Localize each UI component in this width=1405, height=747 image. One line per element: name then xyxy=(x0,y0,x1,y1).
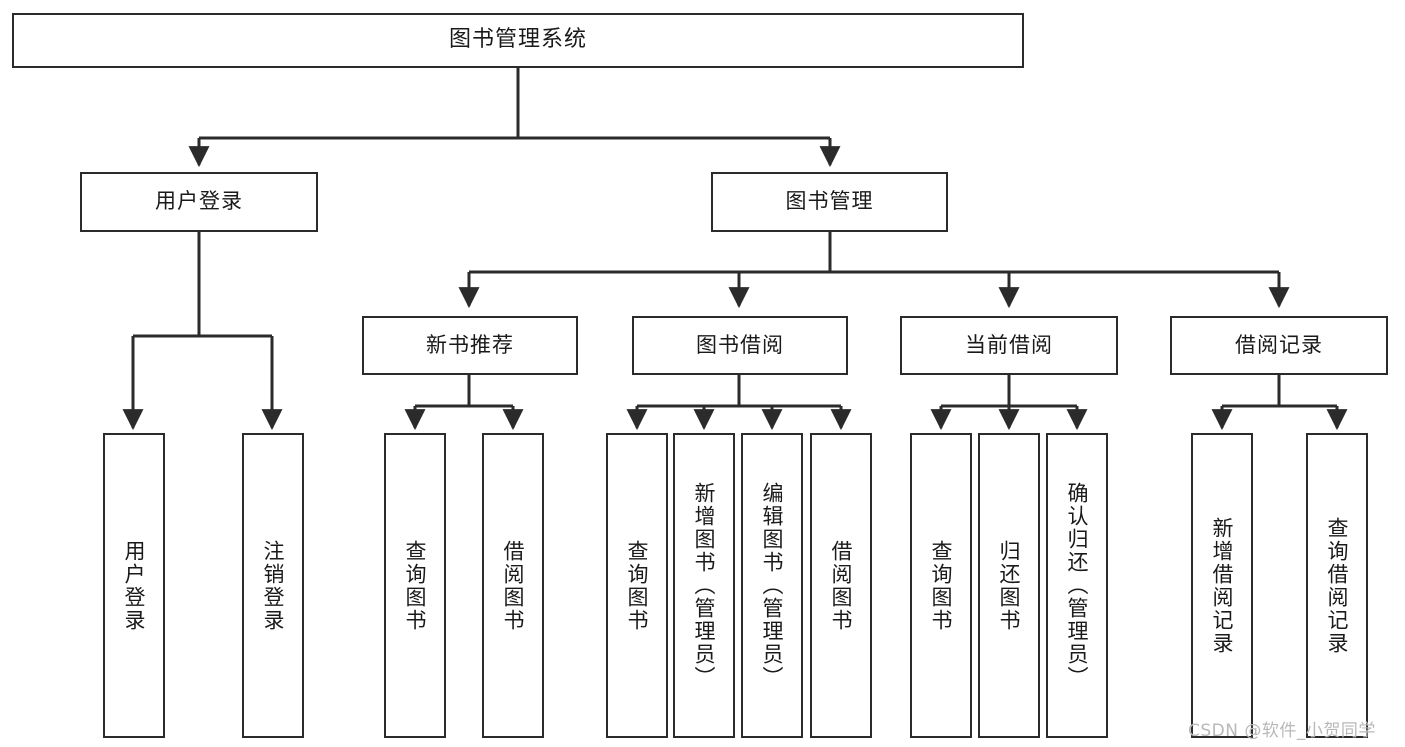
node-book-borrow[interactable]: 图书借阅 xyxy=(632,316,848,375)
node-leaf-borrow-book-2[interactable]: 借阅图书 xyxy=(810,433,872,738)
node-leaf-borrow-book-1[interactable]: 借阅图书 xyxy=(482,433,544,738)
node-leaf-edit-book-label: 编辑图书（管理员） xyxy=(760,482,785,689)
node-leaf-add-borrow-record[interactable]: 新增借阅记录 xyxy=(1191,433,1253,738)
node-leaf-logout[interactable]: 注销登录 xyxy=(242,433,304,738)
node-leaf-user-login-label: 用户登录 xyxy=(122,539,147,632)
node-leaf-add-book[interactable]: 新增图书（管理员） xyxy=(673,433,735,738)
node-book-borrow-label: 图书借阅 xyxy=(696,332,784,357)
node-user-login-label: 用户登录 xyxy=(155,189,243,214)
node-new-book-recommend-label: 新书推荐 xyxy=(426,332,514,357)
node-current-borrow[interactable]: 当前借阅 xyxy=(900,316,1118,375)
node-leaf-query-book-3[interactable]: 查询图书 xyxy=(910,433,972,738)
node-leaf-query-book-2[interactable]: 查询图书 xyxy=(606,433,668,738)
node-book-manage[interactable]: 图书管理 xyxy=(711,172,948,232)
node-leaf-logout-label: 注销登录 xyxy=(261,539,286,632)
node-new-book-recommend[interactable]: 新书推荐 xyxy=(362,316,578,375)
node-leaf-user-login[interactable]: 用户登录 xyxy=(103,433,165,738)
node-leaf-return-book[interactable]: 归还图书 xyxy=(978,433,1040,738)
node-current-borrow-label: 当前借阅 xyxy=(965,332,1053,357)
node-leaf-query-book-3-label: 查询图书 xyxy=(929,539,954,632)
node-book-manage-label: 图书管理 xyxy=(785,189,874,214)
node-root[interactable]: 图书管理系统 xyxy=(12,13,1024,68)
node-leaf-query-borrow-record-label: 查询借阅记录 xyxy=(1325,516,1350,655)
node-leaf-query-book-1[interactable]: 查询图书 xyxy=(384,433,446,738)
csdn-watermark: CSDN @软件_小贺同学 xyxy=(1188,721,1376,741)
node-leaf-query-book-2-label: 查询图书 xyxy=(625,539,650,632)
node-leaf-confirm-return-label: 确认归还（管理员） xyxy=(1065,482,1090,689)
node-leaf-query-borrow-record[interactable]: 查询借阅记录 xyxy=(1306,433,1368,738)
node-leaf-borrow-book-1-label: 借阅图书 xyxy=(501,539,526,632)
node-borrow-record-label: 借阅记录 xyxy=(1235,332,1323,357)
node-leaf-edit-book[interactable]: 编辑图书（管理员） xyxy=(741,433,803,738)
node-leaf-query-book-1-label: 查询图书 xyxy=(403,539,428,632)
node-leaf-return-book-label: 归还图书 xyxy=(997,539,1022,632)
node-borrow-record[interactable]: 借阅记录 xyxy=(1170,316,1388,375)
node-leaf-add-book-label: 新增图书（管理员） xyxy=(692,482,717,689)
node-leaf-borrow-book-2-label: 借阅图书 xyxy=(829,539,854,632)
node-leaf-confirm-return[interactable]: 确认归还（管理员） xyxy=(1046,433,1108,738)
node-leaf-add-borrow-record-label: 新增借阅记录 xyxy=(1210,516,1235,655)
node-user-login[interactable]: 用户登录 xyxy=(80,172,318,232)
node-root-label: 图书管理系统 xyxy=(448,27,587,53)
